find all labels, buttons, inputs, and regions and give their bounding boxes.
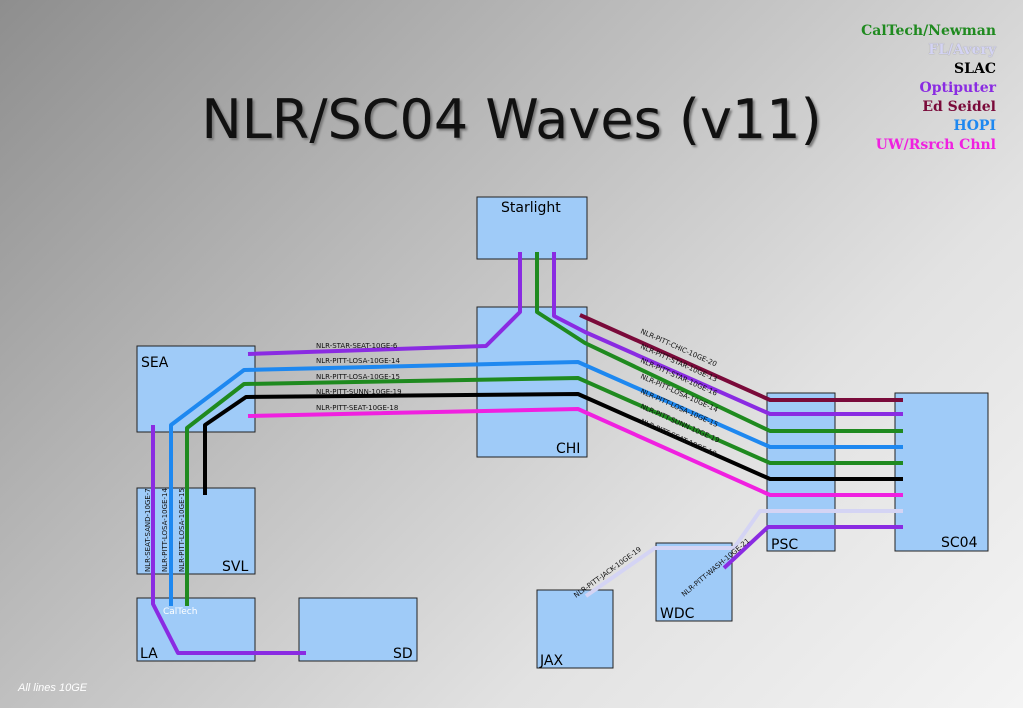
footnote: All lines 10GE [18,682,88,694]
link-label-pitt-seat-18: NLR-PITT-SEAT-10GE-18 [316,404,398,412]
legend-item-caltech: CalTech/Newman [861,23,996,39]
legend-item-hopi: HOPI [953,118,997,134]
legend-item-uw: UW/Rsrch Chnl [875,137,996,153]
link-label-star-seat-6: NLR-STAR-SEAT-10GE-6 [316,342,398,350]
node-sd[interactable] [298,597,418,662]
label-sd: SD [393,646,413,662]
node-wdc[interactable] [655,542,733,622]
caltech-marker-label: CalTech [163,607,197,617]
wave-pitt-losa-15 [185,376,903,606]
wave-pitt-jack-19 [584,509,903,598]
wave-pitt-chic-20 [579,313,903,402]
link-label-pitt-losa-14-v: NLR-PITT-LOSA-10GE-14 [161,488,169,572]
node-psc[interactable] [766,392,836,552]
label-wdc: WDC [660,606,695,622]
label-la: LA [140,646,158,662]
wave-seat-sand-7 [151,425,306,655]
label-psc: PSC [771,537,798,553]
wave-star-seat-6 [247,252,522,356]
legend-item-optiputer: Optiputer [919,80,997,96]
wave-star-caltech [535,252,903,433]
label-chi: CHI [556,441,580,457]
wave-star-optiputer [552,252,903,416]
label-svl: SVL [222,559,248,575]
legend: CalTech/Newman FL/Avery SLAC Optiputer E… [861,22,996,155]
node-jax[interactable] [536,589,614,669]
link-label-pitt-losa-15-v: NLR-PITT-LOSA-10GE-15 [178,488,186,572]
wave-pitt-wash-21 [722,525,903,570]
link-label-seat-sand-7: NLR-SEAT-SAND-10GE-7 [144,488,152,572]
wave-pitt-sunn-19 [203,392,903,495]
legend-item-fl-avery: FL/Avery [928,42,996,58]
page-title: NLR/SC04 Waves (v11) [201,88,822,151]
node-sc04[interactable] [894,392,989,552]
node-chi[interactable] [476,306,588,458]
label-jax: JAX [539,653,563,669]
link-label-pitt-sunn-19: NLR-PITT-SUNN-10GE-19 [316,388,402,396]
wave-lines [151,252,903,655]
label-starlight: Starlight [501,200,561,216]
legend-item-ed-seidel: Ed Seidel [922,99,996,115]
wave-pitt-seat-18 [247,407,903,497]
node-starlight[interactable] [476,196,588,260]
node-svl[interactable] [136,487,256,575]
label-sc04: SC04 [941,535,978,551]
link-label-pitt-losa-14: NLR-PITT-LOSA-10GE-14 [316,357,400,365]
label-sea: SEA [141,355,169,371]
legend-item-slac: SLAC [954,61,996,77]
wave-pitt-losa-14 [169,360,903,606]
link-label-pitt-losa-15: NLR-PITT-LOSA-10GE-15 [316,373,400,381]
